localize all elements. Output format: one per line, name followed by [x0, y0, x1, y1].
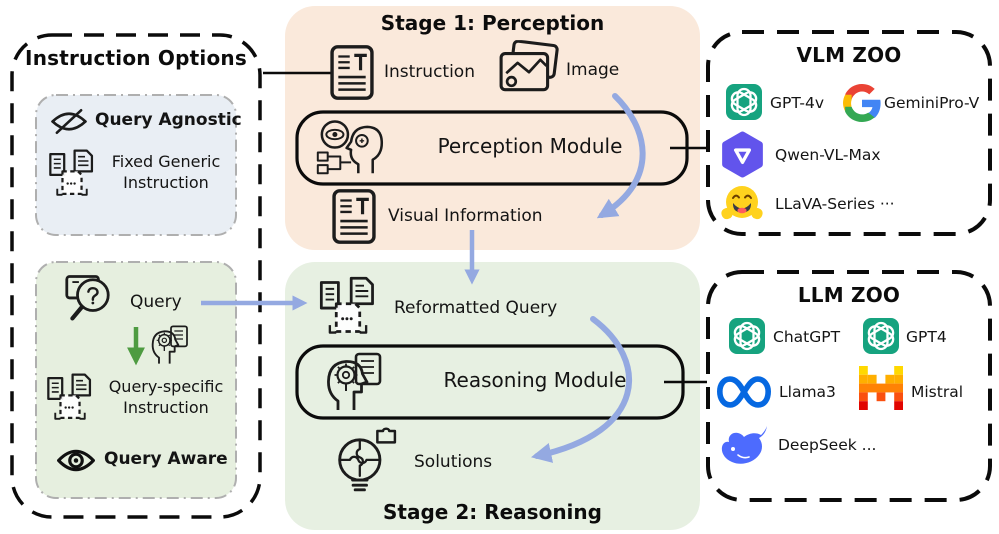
mistral-icon	[859, 366, 903, 410]
huggingface-icon	[721, 183, 763, 223]
eye-slash-icon	[50, 107, 88, 136]
openai-icon	[729, 318, 765, 354]
reformatted-query-icon	[316, 272, 380, 342]
reasoning-module-label: Reasoning Module	[443, 368, 627, 392]
meta-icon	[717, 374, 771, 410]
stage1-title: Stage 1: Perception	[380, 11, 605, 35]
query-specific-instruction-label: Query-specific Instruction	[108, 377, 224, 417]
llm-model-name: Llama3	[779, 383, 836, 401]
vlm-model-name: Qwen-VL-Max	[775, 146, 881, 164]
instruction-document-icon	[329, 44, 375, 101]
llm-model-name: ChatGPT	[773, 328, 841, 346]
reasoning-module-icon	[325, 352, 387, 412]
llm-model-name: Mistral	[911, 383, 964, 401]
instruction-options-title: Instruction Options	[25, 46, 247, 70]
instruction-generator-icon	[150, 325, 192, 365]
solutions-puzzle-bulb-icon	[334, 424, 398, 502]
llm-model-name: GPT4	[906, 328, 947, 346]
perception-module-label: Perception Module	[437, 134, 623, 158]
vlm-model-name: GeminiPro-V	[884, 94, 980, 112]
perception-module-icon	[316, 118, 388, 178]
qwen-icon	[719, 131, 766, 178]
image-icon	[498, 38, 560, 96]
documents-icon	[46, 146, 98, 202]
openai-icon	[726, 84, 762, 120]
vlm-zoo-title: VLM ZOO	[796, 43, 902, 67]
stage2-title: Stage 2: Reasoning	[383, 500, 602, 524]
vlm-model-name: GPT-4v	[770, 94, 825, 112]
solutions-label: Solutions	[414, 452, 493, 472]
google-icon	[843, 84, 881, 122]
documents-icon	[44, 370, 96, 426]
reformatted-query-label: Reformatted Query	[394, 298, 558, 318]
visual-information-label: Visual Information	[388, 206, 543, 226]
llm-zoo-title: LLM ZOO	[797, 283, 901, 307]
query-agnostic-label: Query Agnostic	[95, 110, 242, 130]
query-label: Query	[130, 292, 182, 312]
image-input-label: Image	[566, 60, 620, 80]
openai-icon	[863, 318, 899, 354]
instruction-input-label: Instruction	[384, 62, 475, 82]
query-aware-label: Query Aware	[104, 449, 228, 469]
eye-icon	[56, 447, 96, 474]
fixed-generic-instruction-label: Fixed Generic Instruction	[111, 152, 221, 192]
deepseek-icon	[718, 424, 770, 466]
llm-model-name: DeepSeek ...	[778, 436, 877, 454]
query-magnifier-icon	[62, 270, 120, 324]
vlm-model-name: LLaVA-Series ···	[775, 195, 895, 213]
visual-information-document-icon	[331, 188, 377, 245]
